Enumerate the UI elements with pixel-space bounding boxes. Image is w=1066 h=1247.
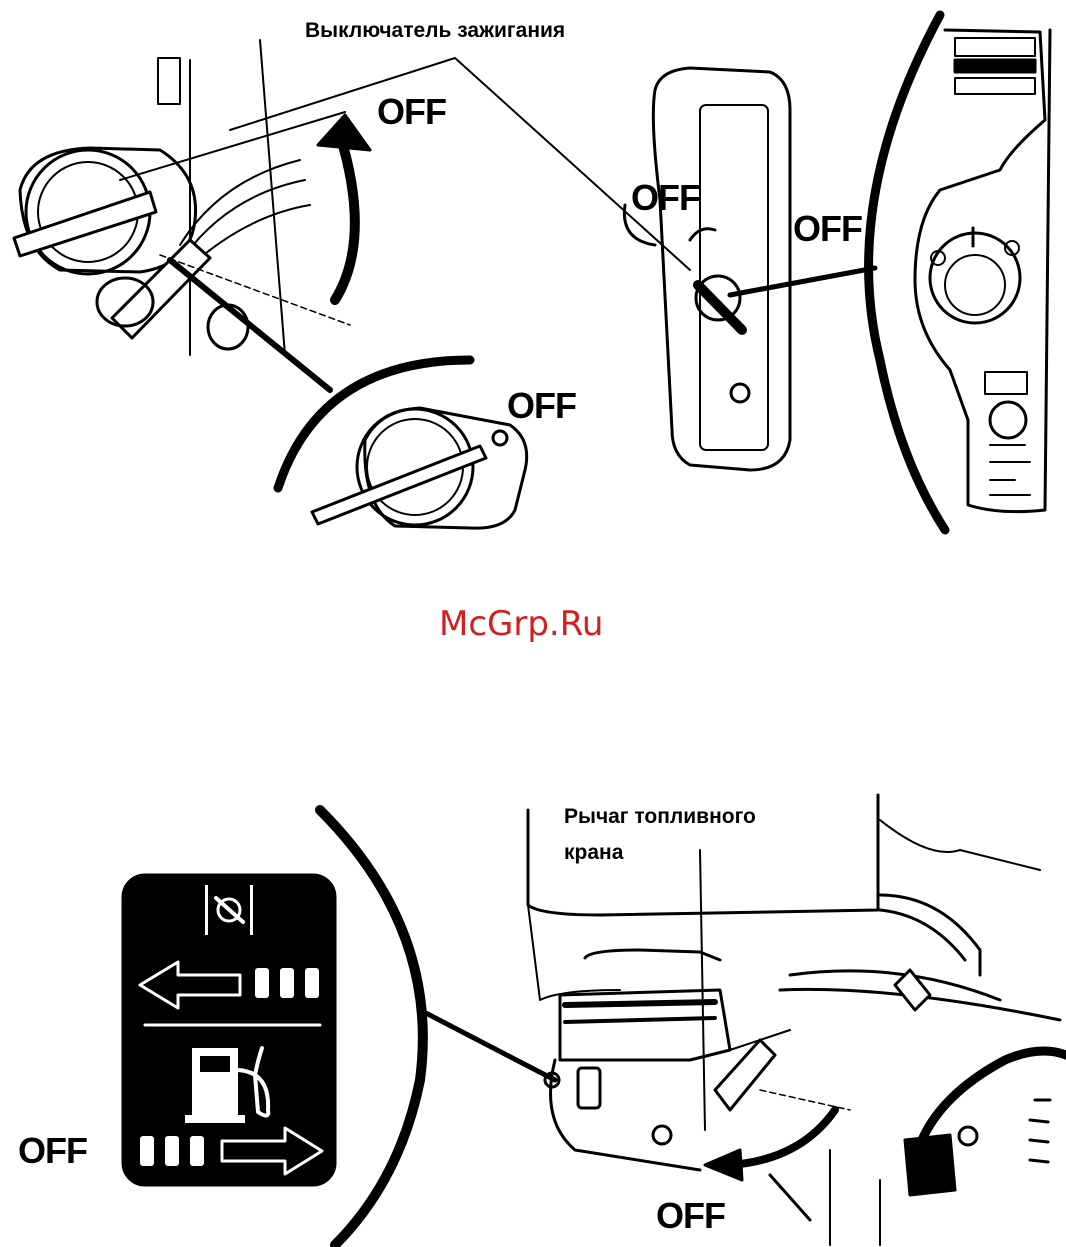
off-label-top-arrow: OFF [377, 94, 446, 130]
fuel-lever-caption-line1: Рычаг топливного [564, 806, 756, 827]
watermark: McGrp.Ru [439, 607, 603, 641]
ignition-switch-magnified [278, 360, 527, 528]
ignition-switch-caption: Выключатель зажигания [305, 20, 565, 41]
off-label-fuel-lever: OFF [656, 1198, 725, 1234]
fuel-valve-decal [123, 810, 555, 1245]
fuel-lever-caption-line2: крана [564, 842, 623, 863]
off-label-decal: OFF [18, 1133, 87, 1169]
off-label-panel: OFF [793, 211, 862, 247]
control-panel-magnified [869, 15, 1050, 530]
off-label-magnified-switch: OFF [507, 388, 576, 424]
off-label-switch: OFF [631, 180, 700, 216]
